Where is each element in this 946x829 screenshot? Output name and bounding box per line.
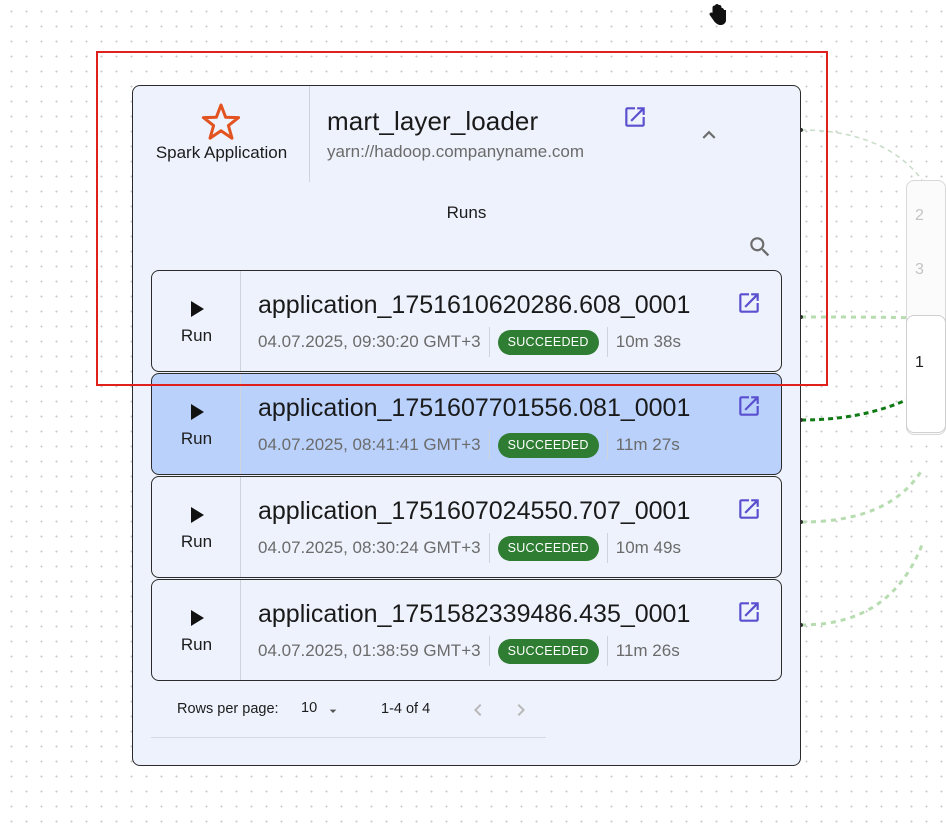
rows-per-page-select[interactable]: 10 [301,699,337,721]
run-button[interactable]: Run [152,477,241,577]
run-duration: 10m 49s [615,538,681,557]
divider [606,327,608,357]
table-pagination: Rows per page: 10 1-4 of 4 [151,686,546,738]
run-duration: 10m 38s [615,332,681,351]
run-start-time: 04.07.2025, 01:38:59 GMT+3 [258,641,481,660]
open-external-icon[interactable] [622,104,648,130]
divider [488,636,490,666]
divider [488,430,490,460]
caret-down-icon [329,709,337,713]
run-button[interactable]: Run [152,271,241,371]
play-icon [191,301,204,317]
adjacent-node-text: 2 [915,207,924,224]
open-external-icon[interactable] [736,599,762,625]
run-id: application_1751607024550.707_0001 [258,497,691,525]
run-button-label: Run [180,326,213,345]
play-icon [191,404,204,420]
status-badge: SUCCEEDED [497,638,599,664]
open-external-icon[interactable] [736,290,762,316]
run-button-label: Run [180,429,213,448]
edge-run-3 [800,469,924,524]
next-page-icon[interactable] [509,698,533,722]
run-id: application_1751610620286.608_0001 [258,291,691,319]
previous-page-icon[interactable] [466,698,490,722]
run-id: application_1751607701556.081_0001 [258,394,691,422]
open-external-icon[interactable] [736,393,762,419]
run-button[interactable]: Run [152,374,241,474]
job-node-header: Spark Application mart_layer_loader yarn… [133,86,800,182]
runs-section-title: Runs [446,203,487,222]
run-meta: 04.07.2025, 08:30:24 GMT+3 SUCCEEDED 10m… [258,533,681,563]
edge-job-to-dataset [800,129,923,181]
run-duration: 11m 27s [615,435,680,454]
divider [606,533,608,563]
run-button-label: Run [180,532,213,551]
edge-run-1 [800,315,923,320]
run-start-time: 04.07.2025, 08:41:41 GMT+3 [258,435,481,454]
chevron-up-icon[interactable] [696,122,722,148]
adjacent-node-selected[interactable]: 1 [906,315,946,433]
job-location: yarn://hadoop.companyname.com [327,142,585,161]
job-name: mart_layer_loader [327,106,539,136]
run-duration: 11m 26s [615,641,680,660]
run-row[interactable]: Run application_1751610620286.608_0001 0… [151,270,782,372]
hand-cursor-icon [709,4,726,25]
run-row[interactable]: Run application_1751607024550.707_0001 0… [151,476,782,578]
adjacent-node-text: 1 [915,354,924,371]
job-node-card[interactable]: Spark Application mart_layer_loader yarn… [132,85,801,766]
spark-star-icon [201,103,241,140]
status-badge: SUCCEEDED [497,329,599,355]
run-start-time: 04.07.2025, 09:30:20 GMT+3 [258,332,481,351]
divider [606,636,608,666]
divider [606,430,608,460]
run-meta: 04.07.2025, 01:38:59 GMT+3 SUCCEEDED 11m… [258,636,680,666]
rows-per-page-label: Rows per page: [177,701,279,717]
pagination-range: 1-4 of 4 [381,701,431,717]
divider [488,533,490,563]
play-icon [191,610,204,626]
rows-per-page-value: 10 [301,700,318,716]
job-type-label: Spark Application [155,143,288,162]
run-id: application_1751582339486.435_0001 [258,600,691,628]
status-badge: SUCCEEDED [497,432,599,458]
edge-run-2-selected [800,390,923,422]
status-badge: SUCCEEDED [497,535,599,561]
divider [488,327,490,357]
play-icon [191,507,204,523]
search-icon[interactable] [747,234,773,260]
job-type-box: Spark Application [133,86,310,182]
run-meta: 04.07.2025, 08:41:41 GMT+3 SUCCEEDED 11m… [258,430,680,460]
open-external-icon[interactable] [736,496,762,522]
run-start-time: 04.07.2025, 08:30:24 GMT+3 [258,538,481,557]
run-row-selected[interactable]: Run application_1751607701556.081_0001 0… [151,373,782,475]
run-row[interactable]: Run application_1751582339486.435_0001 0… [151,579,782,681]
run-meta: 04.07.2025, 09:30:20 GMT+3 SUCCEEDED 10m… [258,327,681,357]
edge-run-4 [800,544,924,627]
run-button[interactable]: Run [152,580,241,680]
adjacent-node-text: 3 [915,261,924,278]
run-button-label: Run [180,635,213,654]
